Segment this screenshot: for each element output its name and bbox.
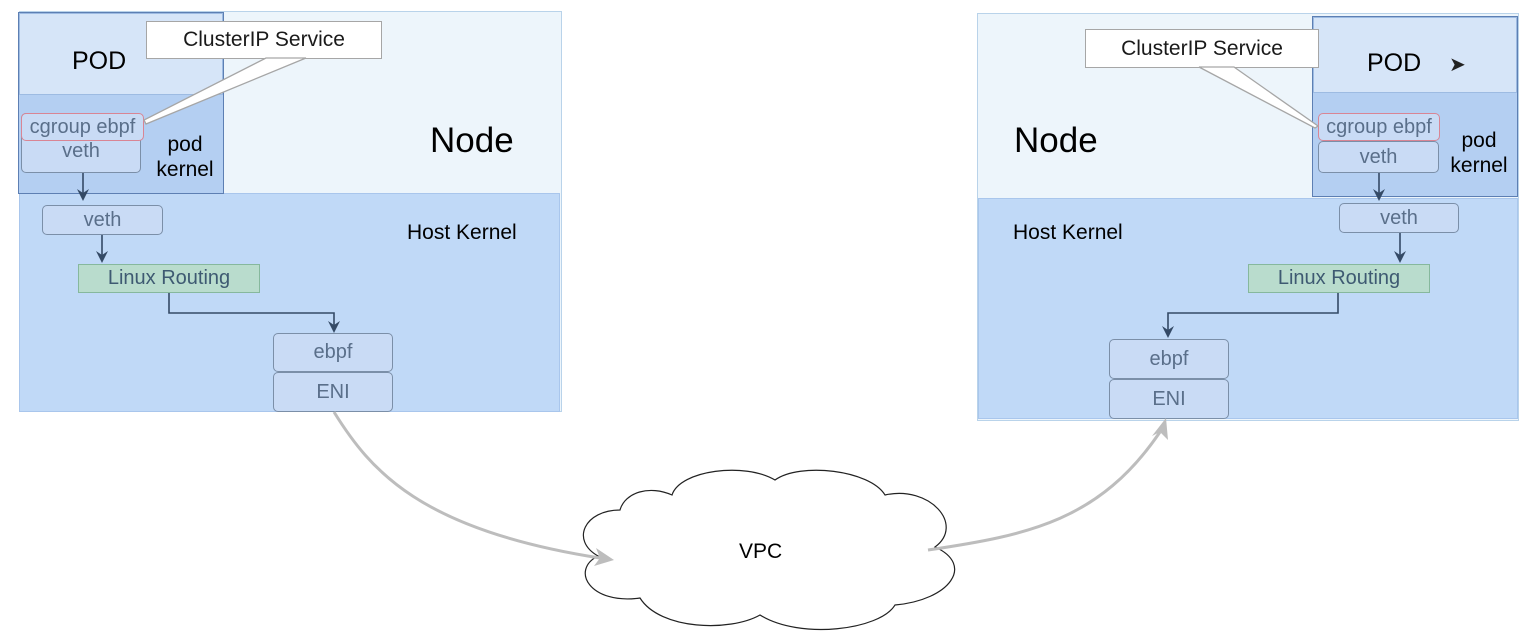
right-flow-arrows [1162, 173, 1406, 338]
right-arrowhead-3 [1162, 326, 1174, 338]
left-arrowhead-3 [328, 321, 340, 333]
right-linux-routing-box: Linux Routing [1248, 264, 1430, 293]
right-pod-arrow-icon: ➤ [1449, 54, 1466, 76]
vpc-arrow-from-left-eni [332, 411, 601, 560]
right-node-label: Node [1014, 121, 1098, 160]
right-pod-veth-box: veth [1318, 141, 1439, 173]
left-arrow-routing-to-ebpf [168, 293, 335, 329]
right-arrow-routing-to-ebpf [1167, 293, 1339, 334]
left-pod-kernel-label: pod kernel [146, 130, 224, 184]
left-pod-kernel-line2: kernel [156, 158, 214, 181]
right-host-kernel-label: Host Kernel [1013, 221, 1123, 244]
vpc-arrow-to-right-eni [927, 431, 1162, 552]
left-host-kernel-label: Host Kernel [407, 221, 517, 244]
left-host-veth-box: veth [42, 205, 163, 235]
left-cgroup-ebpf-box: cgroup ebpf [21, 113, 144, 141]
left-callout-pointer [143, 57, 307, 125]
right-ebpf-box: ebpf [1109, 339, 1229, 379]
right-pod-label: POD [1367, 49, 1422, 77]
right-pod-boundary [1312, 16, 1518, 197]
right-arrowhead-2 [1394, 251, 1406, 263]
left-clusterip-callout: ClusterIP Service [146, 21, 382, 59]
vpc-arrowhead-right [1152, 418, 1168, 440]
left-flow-arrows [77, 173, 340, 333]
right-pod-kernel-line1: pod [1461, 128, 1497, 152]
right-arrowhead-1 [1373, 189, 1385, 201]
left-node-label: Node [430, 121, 514, 160]
right-cgroup-ebpf-box: cgroup ebpf [1318, 113, 1440, 141]
left-eni-box: ENI [273, 372, 393, 412]
vpc-label: VPC [739, 540, 783, 563]
left-arrowhead-1 [77, 189, 89, 201]
right-host-veth-box: veth [1339, 203, 1459, 233]
right-callout-pointer [1198, 66, 1320, 129]
left-ebpf-box: ebpf [273, 333, 393, 372]
right-pod-kernel-line2: kernel [1450, 154, 1508, 177]
right-eni-box: ENI [1109, 379, 1229, 419]
left-pod-label: POD [72, 47, 127, 75]
vpc-arrowhead-left [594, 548, 614, 566]
left-linux-routing-box: Linux Routing [78, 264, 260, 293]
left-arrowhead-2 [96, 251, 108, 263]
left-pod-boundary [18, 12, 224, 194]
right-pod-kernel-label: pod kernel [1440, 125, 1518, 181]
left-pod-kernel-line1: pod [167, 132, 203, 156]
right-host-kernel-area [978, 198, 1518, 419]
vpc-cloud-shape [582, 469, 956, 631]
right-pod-header-area [1313, 17, 1517, 93]
